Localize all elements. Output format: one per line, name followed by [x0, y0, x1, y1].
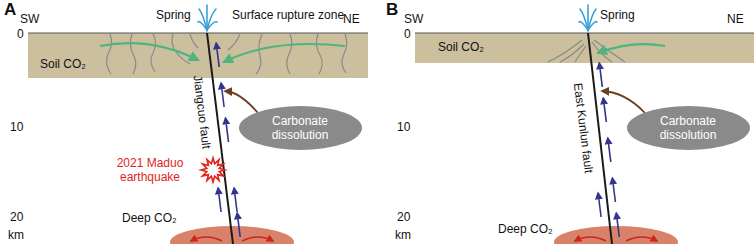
process-label: Soil CO₂ [40, 57, 86, 71]
zone-label: Carbonate dissolution [645, 114, 731, 142]
direction-label: SW [20, 12, 39, 26]
depth-tick: 10 [10, 120, 23, 134]
carbonate-dissolution-zone: Carbonate dissolution [238, 105, 363, 151]
panel-b [415, 5, 754, 244]
deep-co2-flow-arrow [191, 237, 222, 241]
depth-unit: km [8, 228, 24, 242]
spring-icon [198, 5, 217, 31]
depth-tick: 20 [10, 210, 23, 224]
feature-label: Surface rupture zone [232, 8, 344, 22]
earthquake-star [198, 155, 228, 185]
depth-tick: 0 [17, 27, 24, 41]
ground-surface [415, 33, 754, 34]
direction-label: NE [343, 12, 360, 26]
soil-cracks [107, 34, 347, 74]
soil-layer [28, 33, 368, 78]
depth-unit: km [395, 228, 411, 242]
soil-cracks [548, 40, 625, 62]
direction-label: SW [404, 12, 423, 26]
process-label: Deep CO₂ [498, 222, 553, 236]
soil-co2-arrow [598, 44, 665, 53]
co2-upflow-arrows [216, 43, 240, 237]
panel-a [28, 5, 368, 244]
dissolution-arrow [225, 91, 258, 113]
co2-upflow-arrows [598, 63, 619, 237]
process-label: Deep CO₂ [122, 211, 177, 225]
fault-name: East Kunlun fault [571, 82, 596, 174]
carbonate-ellipse [627, 106, 750, 150]
panel-letter: A [4, 0, 16, 19]
soil-co2-arrow [224, 44, 345, 62]
depth-tick: 10 [397, 120, 410, 134]
carbonate-ellipse [239, 106, 362, 150]
depth-tick: 20 [397, 210, 410, 224]
soil-layer [415, 33, 754, 63]
depth-tick: 0 [404, 27, 411, 41]
deep-co2-reservoir [554, 226, 678, 244]
fault-name: Jiangcuo fault [191, 74, 214, 149]
soil-co2-arrow [100, 43, 198, 60]
direction-label: NE [727, 12, 744, 26]
dissolution-arrow [602, 91, 645, 113]
earthquake-star-core [204, 161, 222, 179]
deep-co2-flow-arrow [242, 237, 273, 241]
deep-co2-flow-arrow [575, 237, 606, 241]
ground-surface [28, 33, 368, 34]
earthquake-label: 2021 Maduo earthquake [108, 156, 192, 184]
process-label: Soil CO₂ [438, 40, 484, 54]
deep-co2-flow-arrow [626, 237, 657, 241]
feature-label: Spring [156, 8, 191, 22]
zone-label: Carbonate dissolution [257, 114, 343, 142]
panel-letter: B [386, 0, 398, 19]
spring-icon [579, 5, 597, 31]
feature-label: Spring [600, 8, 635, 22]
carbonate-dissolution-zone: Carbonate dissolution [626, 105, 751, 151]
